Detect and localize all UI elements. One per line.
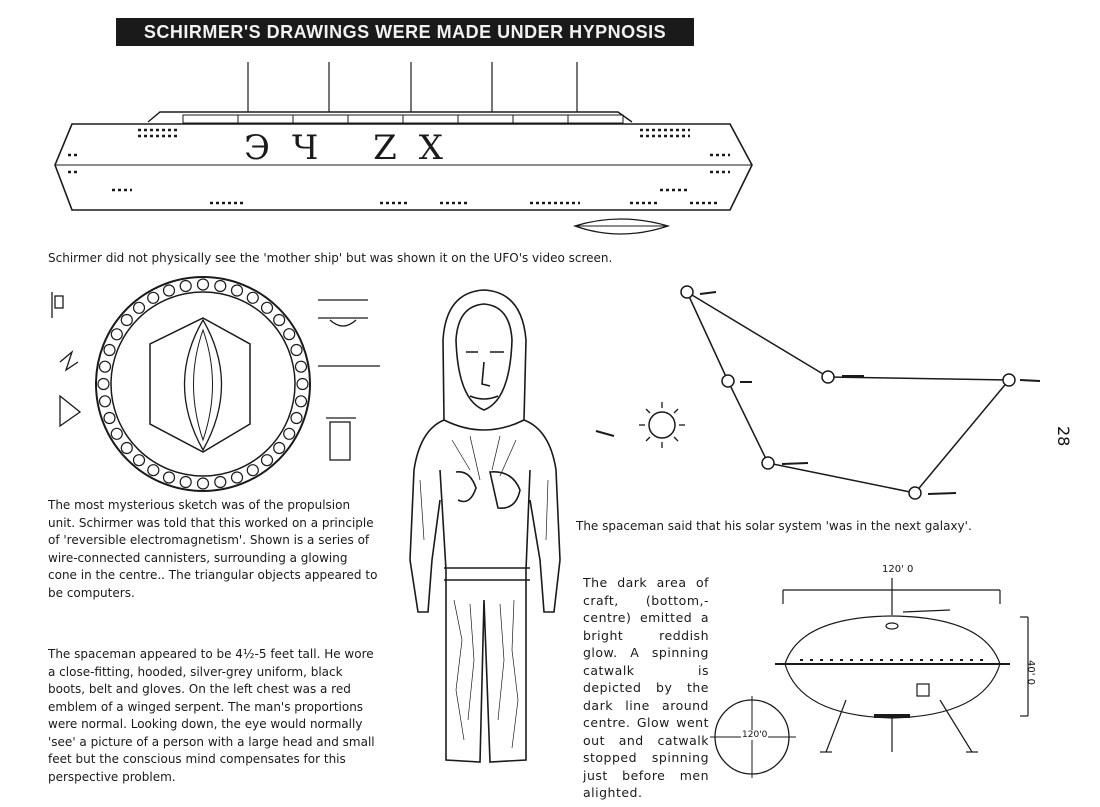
- canister: [103, 343, 116, 357]
- canister: [120, 441, 133, 455]
- canister: [294, 360, 308, 373]
- width-dimension: 120' 0: [880, 564, 916, 575]
- canister: [162, 284, 176, 297]
- canister: [98, 395, 112, 408]
- canister: [214, 475, 227, 489]
- canister: [230, 471, 244, 484]
- hull-symbols: ЭЧ ZX: [244, 128, 465, 168]
- canister: [98, 360, 112, 373]
- canister: [147, 464, 160, 477]
- canister: [147, 291, 160, 304]
- mothership-caption: Schirmer did not physically see the 'mot…: [48, 251, 613, 265]
- canister: [246, 291, 259, 304]
- spaceman-caption: The spaceman appeared to be 4½-5 feet ta…: [48, 647, 375, 784]
- canister: [120, 313, 133, 327]
- canister: [132, 454, 146, 467]
- canister: [214, 279, 227, 293]
- canister: [273, 441, 286, 455]
- canister: [260, 454, 274, 467]
- canister: [260, 301, 274, 314]
- canister: [110, 328, 123, 341]
- canister: [283, 328, 296, 341]
- canister: [179, 475, 192, 489]
- canister: [290, 411, 303, 425]
- canister: [103, 411, 116, 425]
- solar-system-caption: The spaceman said that his solar system …: [576, 519, 972, 533]
- canister: [283, 427, 296, 440]
- bottom-diameter-dimension: 120'0: [741, 730, 769, 740]
- page-number: 28: [1054, 426, 1073, 447]
- canister: [296, 377, 309, 391]
- canister: [294, 395, 308, 408]
- canister: [179, 279, 192, 293]
- canister: [97, 377, 110, 391]
- canister: [246, 464, 259, 477]
- canister: [132, 301, 146, 314]
- propulsion-caption: The most mysterious sketch was of the pr…: [48, 498, 378, 600]
- page-banner: SCHIRMER'S DRAWINGS WERE MADE UNDER HYPN…: [116, 18, 694, 46]
- canister: [196, 278, 210, 291]
- canister: [230, 284, 244, 297]
- craft-glow-caption: The dark area of craft, (bottom,-centre)…: [583, 575, 709, 800]
- canister: [162, 471, 176, 484]
- canister: [196, 477, 210, 490]
- height-dimension: 40' 0: [1025, 660, 1036, 686]
- canister: [290, 343, 303, 357]
- canister: [273, 313, 286, 327]
- canister: [110, 427, 123, 440]
